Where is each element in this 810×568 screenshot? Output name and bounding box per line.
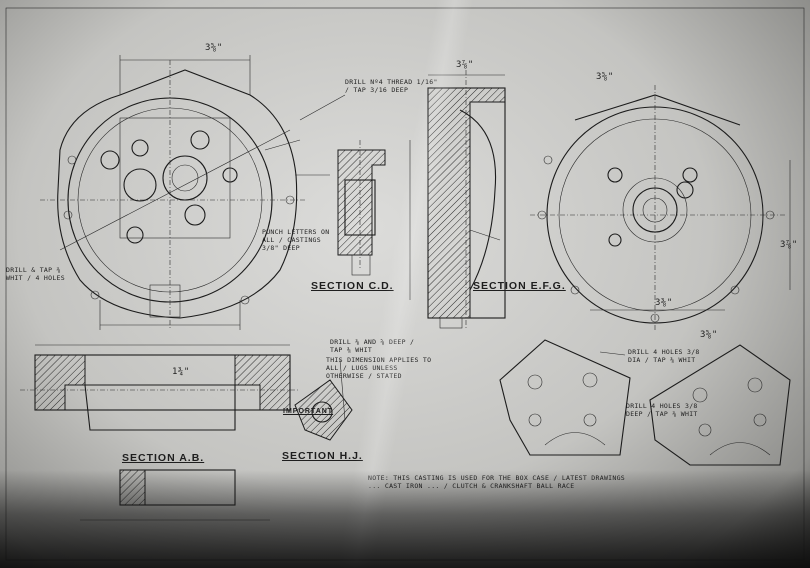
drill-holes-note: DRILL 4 HOLES 3/8 DEEP / TAP ⅜ WHIT — [626, 402, 698, 418]
section-efg-view — [409, 70, 506, 330]
punch-letters-note: PUNCH LETTERS ON ALL / CASTINGS 3/8" DEE… — [262, 228, 330, 252]
dimension-label: 3⅜" — [655, 298, 673, 308]
section-hj-view — [294, 359, 353, 441]
section-cd-title: SECTION C.D. — [311, 280, 394, 292]
small-section-view — [80, 469, 270, 521]
detail-view-left — [499, 339, 631, 456]
dimension-label: 3⅞" — [456, 60, 474, 70]
right-crankcase-view — [530, 85, 791, 330]
drill-note: DRILL & TAP ⅜ WHIT / 4 HOLES — [6, 266, 65, 282]
dimension-label: 3⅝" — [700, 330, 718, 340]
dimension-label: 1¾" — [172, 367, 190, 377]
dimension-label: 3⅝" — [596, 72, 614, 82]
left-crankcase-view — [40, 55, 330, 330]
dimension-label: 3⅝" — [205, 43, 223, 53]
drill-tap-note: DRILL Nº4 THREAD 1/16" / TAP 3/16 DEEP — [345, 78, 438, 94]
section-efg-title: SECTION E.F.G. — [473, 280, 566, 292]
detail-view-right — [649, 344, 791, 466]
section-ab-view — [20, 344, 300, 431]
section-ab-title: SECTION A.B. — [122, 452, 205, 464]
drill-note: DRILL ⅜ AND ⅝ DEEP / TAP ⅜ WHIT — [330, 338, 415, 354]
dimension-applies-note: THIS DIMENSION APPLIES TO ALL / LUGS UNL… — [326, 356, 432, 380]
dimension-label: 3⅞" — [780, 240, 798, 250]
section-cd-view — [337, 140, 386, 276]
section-hj-title: SECTION H.J. — [282, 450, 363, 462]
bottom-note: NOTE: THIS CASTING IS USED FOR THE BOX C… — [368, 474, 626, 490]
important-label: IMPORTANT — [283, 408, 334, 415]
drill-holes-note: DRILL 4 HOLES 3/8 DIA / TAP ⅜ WHIT — [628, 348, 700, 364]
